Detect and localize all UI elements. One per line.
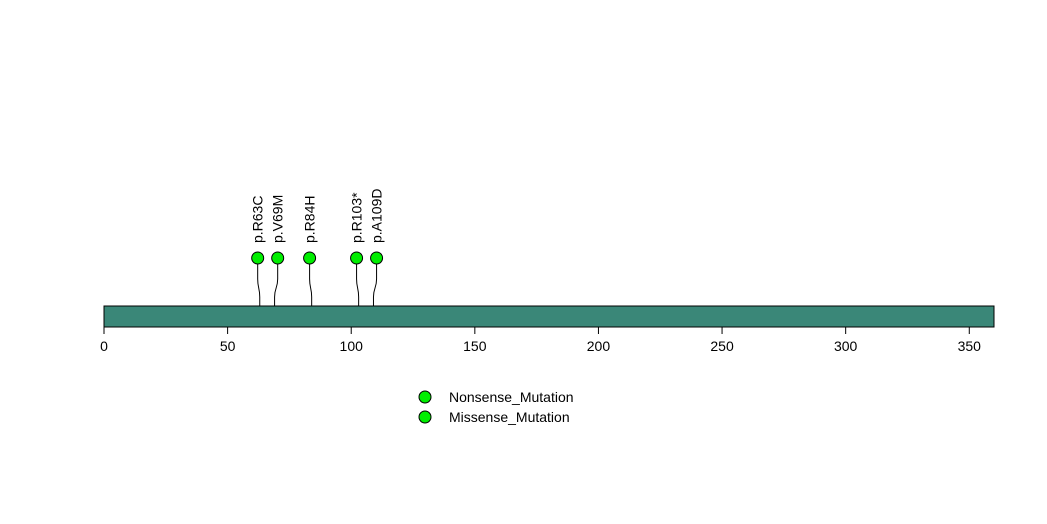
x-tick-label: 300: [834, 338, 858, 354]
legend-marker: [418, 390, 432, 404]
mutation-stem: [257, 258, 261, 326]
mutation-point: [370, 251, 384, 265]
x-tick-label: 250: [710, 338, 734, 354]
mutation-stem: [309, 258, 313, 326]
x-tick-label: 100: [340, 338, 364, 354]
x-tick-label: 350: [958, 338, 982, 354]
legend-marker: [418, 410, 432, 424]
mutation-label: p.R63C: [250, 196, 266, 243]
mutation-points: [251, 251, 384, 265]
mutation-point: [350, 251, 364, 265]
mutation-stem: [274, 258, 279, 326]
x-tick-label: 0: [100, 338, 108, 354]
mutation-point: [271, 251, 285, 265]
x-tick-label: 50: [220, 338, 236, 354]
mutation-point: [303, 251, 317, 265]
mutation-stem: [356, 258, 360, 326]
mutation-label: p.R103*: [349, 192, 365, 243]
mutation-stem: [372, 258, 378, 326]
x-axis: 0 50 100 150 200 250 300 350: [100, 326, 982, 354]
mutation-stems: [257, 258, 378, 326]
mutation-label: p.A109D: [369, 189, 385, 243]
mutation-label: p.R84H: [302, 196, 318, 243]
legend-label: Missense_Mutation: [449, 409, 570, 425]
mutation-point: [251, 251, 265, 265]
protein-bar: [103, 305, 995, 328]
x-tick-label: 150: [463, 338, 487, 354]
mutation-label: p.V69M: [270, 195, 286, 243]
x-tick-label: 200: [587, 338, 611, 354]
legend-label: Nonsense_Mutation: [449, 389, 574, 405]
